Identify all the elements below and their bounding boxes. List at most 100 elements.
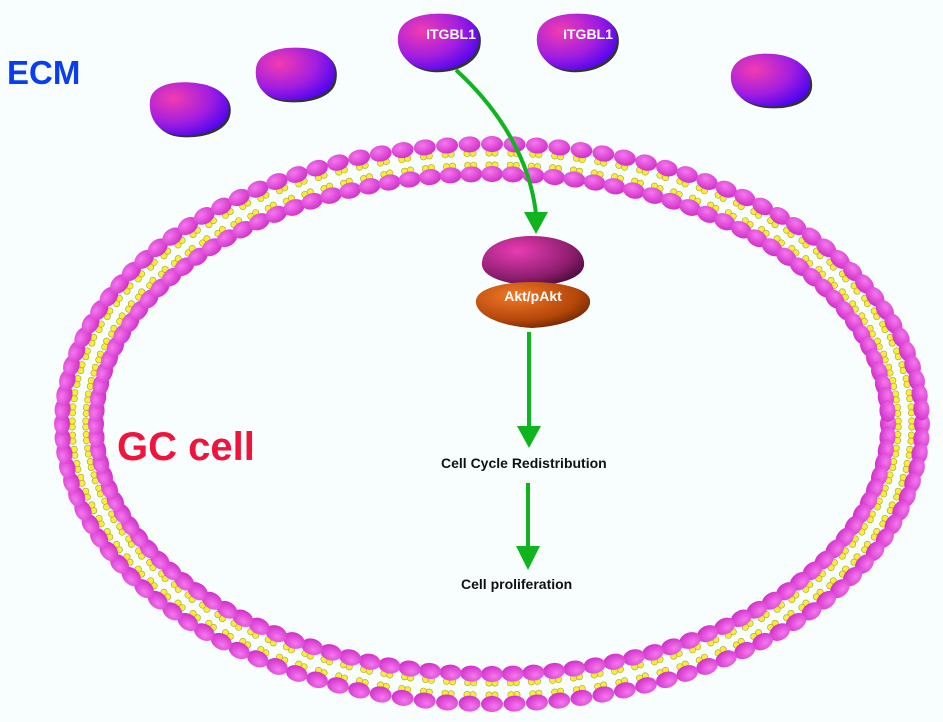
lipid-head (785, 217, 807, 236)
receptor-shape (481, 236, 585, 286)
lipid-head (548, 692, 571, 709)
lipid-head (266, 658, 288, 675)
lipid-tail (905, 451, 913, 459)
lipid-tail (892, 444, 900, 452)
lipid-head (210, 632, 232, 651)
lipid-head (460, 166, 483, 183)
lipid-head (583, 174, 606, 191)
cell-cycle-label: Cell Cycle Redistribution (441, 455, 607, 471)
lipid-tail (69, 403, 77, 411)
lipid-head (714, 617, 736, 635)
lipid-head (458, 695, 481, 712)
lipid-head (413, 139, 436, 156)
lipid-tail (886, 471, 894, 479)
lipid-head (730, 609, 752, 628)
lipid-head (816, 238, 837, 258)
lipid-head (481, 696, 503, 712)
lipid-head (679, 199, 701, 216)
lipid-head (458, 136, 481, 153)
lipid-head (501, 166, 524, 183)
lipid-head (635, 154, 657, 171)
lipid-head (752, 632, 774, 651)
lipid-head (283, 199, 305, 216)
lipid-head (320, 644, 342, 661)
arrowhead (524, 212, 548, 234)
lipid-head (503, 695, 526, 712)
lipid-head (548, 139, 571, 156)
lipid-head (286, 166, 308, 183)
lipid-tail (74, 375, 82, 383)
lipid-tail (892, 396, 900, 404)
arrow-itgbl1-to-akt (454, 68, 538, 215)
lipid-head (391, 689, 414, 706)
lipid-head (696, 173, 718, 190)
ecm-protein-blob (730, 53, 813, 109)
lipid-head (785, 612, 807, 631)
lipid-head (769, 623, 791, 641)
lipid-tail (82, 409, 90, 417)
lipid-head (697, 625, 719, 643)
lipid-head (481, 136, 503, 152)
lipid-head (413, 692, 436, 709)
lipid-tail (86, 458, 94, 466)
lipid-tail (902, 375, 910, 383)
lipid-head (177, 217, 199, 236)
lipid-tail (71, 389, 79, 397)
lipid-head (247, 650, 269, 668)
lipid-head (232, 220, 254, 239)
lipid-head (301, 638, 323, 656)
akt-label: Akt/pAkt (504, 288, 562, 304)
lipid-head (563, 660, 586, 677)
lipid-head (162, 227, 183, 246)
lipid-head (216, 229, 238, 248)
lipid-head (339, 182, 361, 199)
lipid-tail (886, 369, 894, 377)
lipid-head (177, 612, 199, 631)
lipid-head (656, 159, 678, 177)
lipid-tail (907, 437, 915, 445)
lipid-head (913, 398, 930, 421)
arrowhead (516, 546, 540, 570)
lipid-head (730, 220, 752, 239)
lipid-head (603, 653, 626, 670)
lipid-head (679, 632, 701, 649)
lipid-head (746, 600, 768, 619)
lipid-head (398, 171, 421, 188)
lipid-tail (78, 479, 86, 487)
lipid-head (542, 662, 565, 679)
lipid-tail (898, 479, 906, 487)
lipid-head (134, 249, 154, 269)
lipid-head (592, 145, 615, 162)
lipid-head (193, 207, 215, 225)
lipid-head (525, 137, 548, 154)
lipid-head (635, 677, 657, 694)
lipid-head (714, 213, 736, 231)
lipid-head (734, 641, 756, 660)
lipid-tail (78, 361, 86, 369)
lipid-head (306, 159, 328, 177)
lipid-tail (84, 444, 92, 452)
lipid-head (391, 142, 414, 159)
lipid-head (419, 662, 442, 679)
lipid-head (358, 653, 381, 670)
lipid-head (306, 671, 328, 689)
lipid-head (232, 609, 254, 628)
lipid-head (266, 173, 288, 190)
lipid-head (656, 671, 678, 689)
lipid-head (460, 665, 483, 682)
lipid-head (378, 657, 401, 674)
lipid-head (327, 677, 349, 694)
lipid-head (830, 579, 850, 599)
lipid-head (676, 166, 698, 183)
ecm-protein-blob (149, 82, 231, 138)
lipid-tail (90, 471, 98, 479)
lipid-tail (71, 451, 79, 459)
lipid-head (436, 137, 459, 154)
lipid-head (623, 182, 645, 199)
lipid-head (525, 694, 548, 711)
lipid-head (283, 632, 305, 649)
cell-proliferation-label: Cell proliferation (461, 576, 573, 592)
itgbl1-label-2: ITGBL1 (563, 26, 613, 42)
lipid-head (879, 399, 896, 422)
